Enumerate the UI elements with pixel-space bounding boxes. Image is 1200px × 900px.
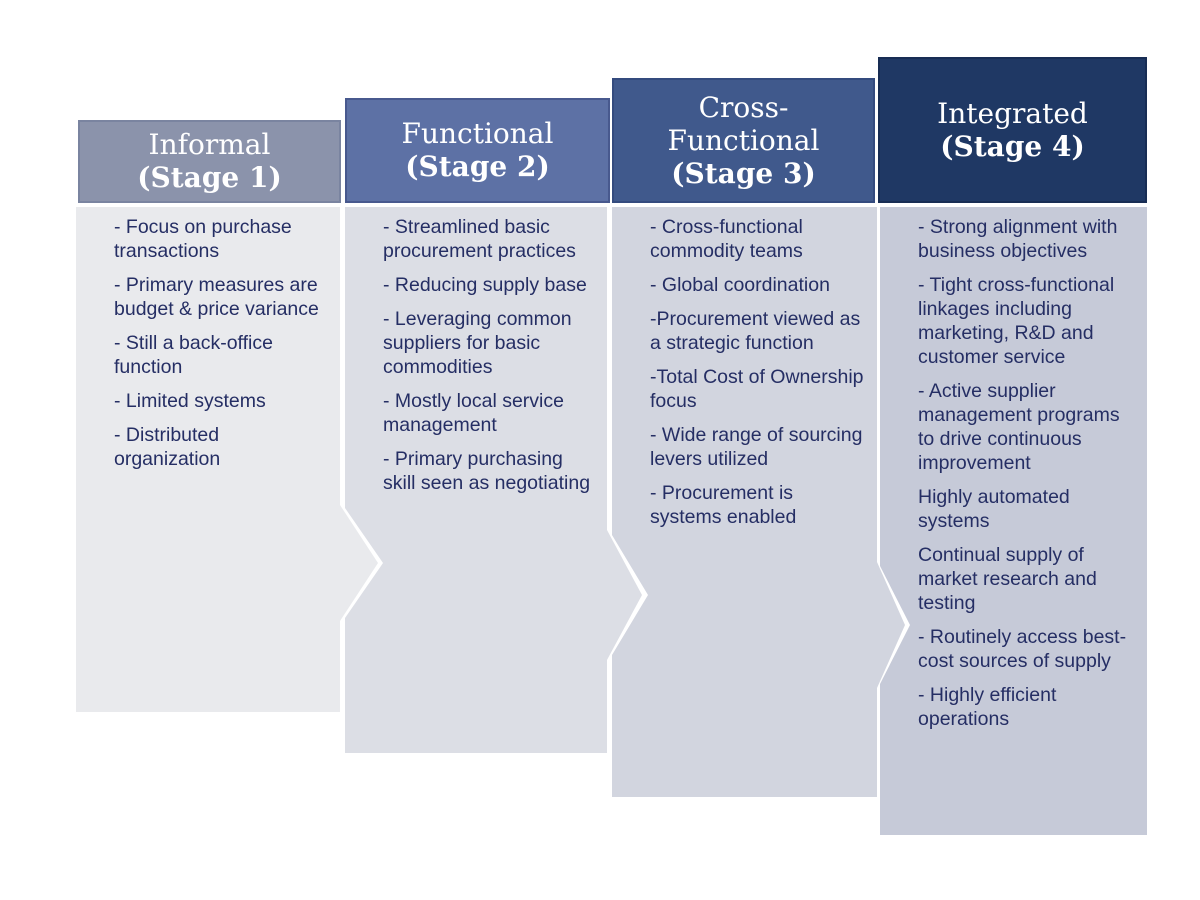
bullet-item: -Procurement viewed as a strategic funct… xyxy=(650,308,861,354)
stage-3-title: Cross-Functional xyxy=(667,90,820,157)
stage-3-body: - Cross-functional commodity teams - Glo… xyxy=(612,207,905,797)
stage-3-header: Cross-Functional (Stage 3) xyxy=(612,78,875,203)
bullet-item: - Still a back-office function xyxy=(114,332,273,378)
bullet-item: - Strong alignment with business objecti… xyxy=(918,216,1118,262)
stage-1-header: Informal (Stage 1) xyxy=(78,120,341,203)
bullet-item: - Procurement is systems enabled xyxy=(650,482,797,528)
stage-2-title: Functional xyxy=(401,117,554,150)
stage-4-header-text: Integrated (Stage 4) xyxy=(937,97,1088,164)
stage-1-body: - Focus on purchase transactions - Prima… xyxy=(76,207,378,712)
bullet-item: - Leveraging common suppliers for basic … xyxy=(383,308,572,378)
bullet-item: Highly automated systems xyxy=(918,486,1070,532)
stage-3-stage-label: (Stage 3) xyxy=(671,156,816,190)
bullet-item: - Tight cross-functional linkages includ… xyxy=(918,274,1115,368)
bullet-item: - Primary purchasing skill seen as negot… xyxy=(383,448,591,494)
bullet-item: - Active supplier management programs to… xyxy=(918,380,1120,474)
bullet-item: - Cross-functional commodity teams xyxy=(650,216,803,262)
stage-1-header-text: Informal (Stage 1) xyxy=(137,128,281,195)
bullet-item: - Primary measures are budget & price va… xyxy=(114,274,319,320)
stage-2-body: - Streamlined basic procurement practice… xyxy=(345,207,642,753)
bullet-item: - Routinely access best-cost sources of … xyxy=(918,626,1127,672)
bullet-item: - Distributed organization xyxy=(114,424,221,470)
stage-4-header: Integrated (Stage 4) xyxy=(878,57,1147,203)
bullet-item: - Mostly local service management xyxy=(383,390,564,436)
bullet-item: - Global coordination xyxy=(650,274,830,296)
stage-4-title: Integrated xyxy=(937,96,1088,130)
stage-4-stage-label: (Stage 4) xyxy=(940,129,1085,163)
stage-2-header-text: Functional (Stage 2) xyxy=(402,117,554,184)
bullet-item: - Focus on purchase transactions xyxy=(114,216,292,262)
bullet-item: Continual supply of market research and … xyxy=(918,544,1097,614)
bullet-item: - Limited systems xyxy=(114,390,266,412)
stage-3-header-text: Cross-Functional (Stage 3) xyxy=(644,91,844,191)
bullet-item: - Reducing supply base xyxy=(383,274,587,296)
stage-1-stage-label: (Stage 1) xyxy=(137,161,282,194)
bullet-item: -Total Cost of Ownership focus xyxy=(650,366,864,412)
stage-2-stage-label: (Stage 2) xyxy=(405,150,550,183)
stage-2-header: Functional (Stage 2) xyxy=(345,98,610,203)
bullet-item: - Highly efficient operations xyxy=(918,684,1057,730)
stage-4-body: - Strong alignment with business objecti… xyxy=(880,207,1147,835)
stage-1-title: Informal xyxy=(148,128,271,161)
bullet-item: - Streamlined basic procurement practice… xyxy=(383,216,576,262)
bullet-item: - Wide range of sourcing levers utilized xyxy=(650,424,863,470)
